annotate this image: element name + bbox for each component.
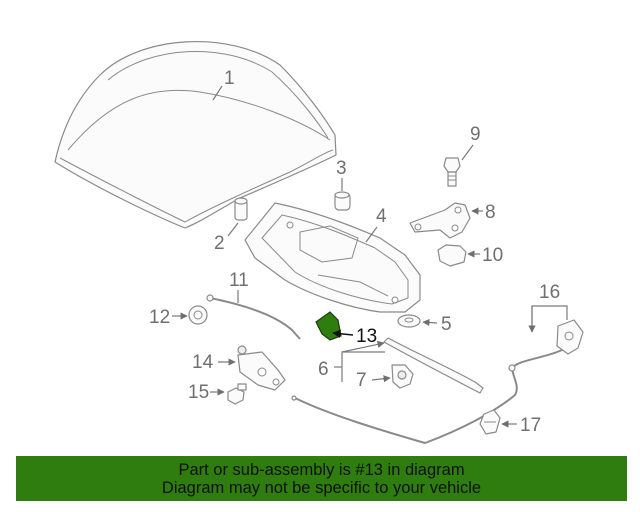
callout-6: 6 (318, 359, 329, 380)
part-10-cap[interactable] (437, 244, 467, 267)
callout-12: 12 (149, 307, 170, 328)
part-14-latch[interactable] (237, 345, 286, 391)
part-16-release-handle[interactable] (556, 319, 584, 355)
release-cable[interactable] (291, 349, 563, 445)
fitment-notice-banner: Part or sub-assembly is #13 in diagram D… (16, 456, 627, 501)
part-15-bolt[interactable] (227, 383, 247, 405)
leader-7 (371, 375, 391, 383)
part-17-clip[interactable] (479, 409, 501, 435)
callout-15: 15 (188, 382, 209, 403)
callout-7: 7 (356, 370, 367, 391)
part-9-bolt[interactable] (443, 157, 461, 187)
callout-13: 13 (356, 326, 377, 347)
callout-2: 2 (214, 233, 225, 254)
part-3-cushion[interactable] (334, 191, 351, 211)
leader-2 (227, 222, 239, 237)
callout-8: 8 (485, 202, 496, 223)
leader-16-bracket (531, 305, 568, 325)
leader-5 (422, 318, 438, 327)
part-8-hinge[interactable] (409, 202, 471, 239)
leader-13 (332, 329, 354, 338)
callout-9: 9 (470, 124, 481, 145)
leader-1 (212, 85, 223, 101)
part-6-hood-stay[interactable] (383, 337, 484, 394)
callout-10: 10 (482, 245, 503, 266)
leader-6-top (341, 340, 385, 353)
part-12-grommet[interactable] (188, 305, 208, 325)
parts-diagram: 1 2 3 4 5 6 7 (54, 41, 584, 445)
part-7-stay-holder[interactable] (391, 364, 414, 389)
part-5-clip[interactable] (397, 314, 421, 328)
callout-4: 4 (376, 206, 387, 227)
part-11-support-rod[interactable] (206, 294, 301, 340)
leader-4 (365, 226, 378, 243)
callout-17: 17 (520, 415, 541, 436)
callout-1: 1 (224, 68, 235, 89)
banner-line-1: Part or sub-assembly is #13 in diagram (178, 460, 465, 479)
leader-9 (461, 144, 474, 161)
callout-5: 5 (441, 314, 452, 335)
part-13-highlighted[interactable] (315, 311, 342, 341)
part-2-bumper-stop[interactable] (234, 197, 248, 221)
part-1-hood[interactable] (54, 41, 337, 229)
callout-14: 14 (192, 352, 214, 373)
banner-line-2: Diagram may not be specific to your vehi… (161, 478, 482, 497)
callout-3: 3 (336, 158, 347, 179)
callout-16: 16 (539, 282, 560, 303)
part-4-insulator[interactable] (244, 202, 421, 313)
callout-11: 11 (229, 270, 249, 291)
